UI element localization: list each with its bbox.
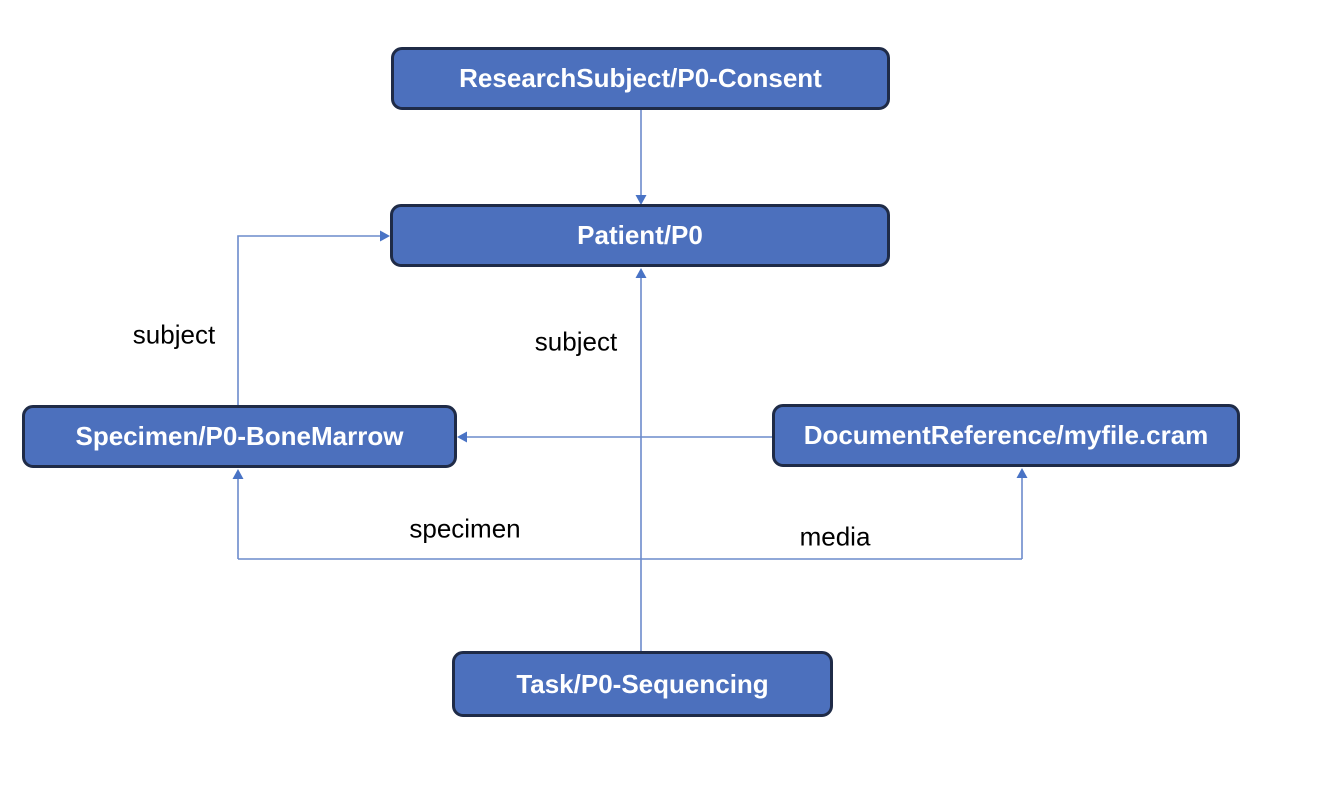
node-research-subject: ResearchSubject/P0-Consent: [391, 47, 890, 110]
node-label: Patient/P0: [577, 220, 703, 250]
node-label: Specimen/P0-BoneMarrow: [75, 421, 404, 451]
arrowhead-right-icon: [380, 230, 390, 242]
edge-task-to-patient: [635, 268, 647, 651]
node-task: Task/P0-Sequencing: [452, 651, 833, 717]
node-label: Task/P0-Sequencing: [516, 668, 769, 699]
arrowhead-left-icon: [457, 431, 467, 443]
edge-label-media: media: [799, 521, 871, 552]
arrowhead-up-icon: [635, 268, 647, 278]
node-document-reference: DocumentReference/myfile.cram: [772, 404, 1240, 467]
edge-task-to-specimen: [232, 469, 244, 559]
node-label: ResearchSubject/P0-Consent: [459, 63, 822, 93]
edge-documentreference-to-specimen: [457, 431, 772, 443]
node-label: DocumentReference/myfile.cram: [803, 420, 1209, 450]
arrowhead-up-icon: [232, 469, 244, 479]
arrowhead-up-icon: [1016, 468, 1028, 478]
connector-line: [237, 235, 380, 405]
edge-task-to-documentreference: [1016, 468, 1028, 559]
node-patient: Patient/P0: [390, 204, 890, 267]
edge-label-specimen: specimen: [409, 513, 521, 544]
edge-researchsubject-to-patient: [635, 110, 647, 205]
node-specimen: Specimen/P0-BoneMarrow: [22, 405, 457, 468]
edge-label-subject-left: subject: [132, 319, 216, 350]
edge-specimen-to-patient: [237, 230, 390, 405]
edge-label-subject-center: subject: [534, 326, 618, 357]
arrowhead-down-icon: [635, 195, 647, 205]
